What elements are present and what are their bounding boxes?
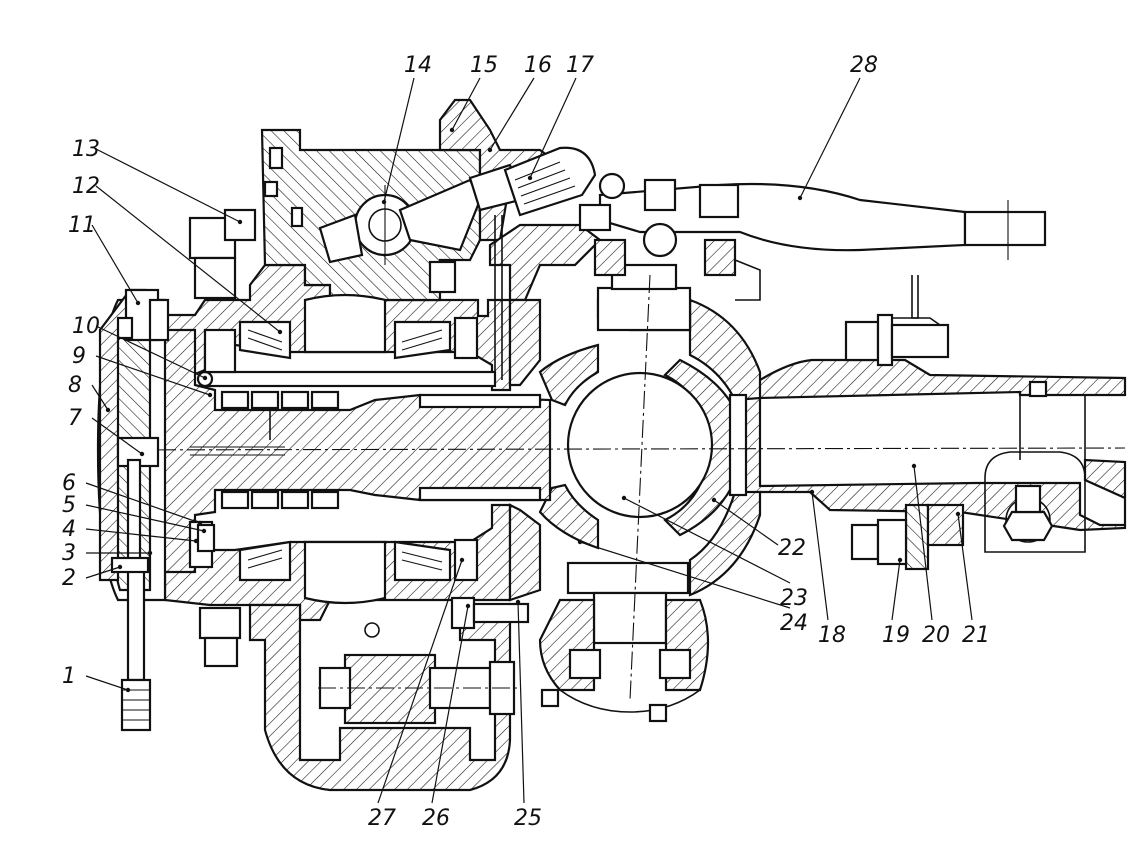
- leader-line-12: [95, 185, 281, 333]
- callout-label-27: 27: [368, 806, 396, 831]
- callout-label-14: 14: [404, 53, 432, 78]
- leader-line-19: [891, 559, 901, 621]
- leader-line-22: [713, 499, 779, 546]
- end-cover: [98, 208, 257, 732]
- leader-line-15: [451, 77, 481, 131]
- lever-arm: [578, 172, 1047, 301]
- leader-dot-7: [139, 451, 145, 457]
- leader-line-25: [517, 601, 525, 804]
- leader-line-27: [377, 559, 463, 804]
- leader-line-11: [91, 224, 139, 304]
- leader-dot-23: [621, 495, 627, 501]
- callout-label-2: 2: [62, 566, 76, 591]
- callout-label-3: 3: [62, 541, 76, 566]
- callout-label-16: 16: [524, 53, 552, 78]
- leader-line-18: [811, 491, 829, 621]
- leader-line-24: [579, 541, 791, 609]
- axle-housing: [733, 275, 1127, 571]
- leader-dot-24: [577, 539, 583, 545]
- callout-label-24: 24: [780, 611, 808, 636]
- callout-label-23: 23: [780, 586, 808, 611]
- leader-dot-1: [125, 687, 131, 693]
- leader-dot-6: [197, 520, 203, 526]
- leader-dot-5: [201, 528, 207, 534]
- callout-label-15: 15: [470, 53, 498, 78]
- leader-dot-18: [809, 489, 815, 495]
- leader-dot-14: [381, 199, 387, 205]
- leader-dot-4: [193, 538, 199, 544]
- top-mechanism: [263, 146, 597, 380]
- leader-dot-12: [277, 329, 283, 335]
- callout-label-21: 21: [962, 623, 990, 648]
- callout-label-9: 9: [72, 344, 86, 369]
- leader-line-16: [489, 77, 535, 151]
- leader-line-26: [431, 605, 469, 804]
- leader-dot-15: [449, 127, 455, 133]
- callout-label-7: 7: [68, 406, 82, 431]
- leader-line-13: [95, 148, 241, 223]
- leader-dot-10: [202, 375, 208, 381]
- leader-dot-11: [135, 300, 141, 306]
- leader-dot-13: [237, 219, 243, 225]
- leader-line-28: [799, 77, 861, 199]
- leader-line-14: [383, 77, 415, 203]
- callout-label-12: 12: [72, 174, 100, 199]
- leader-dot-19: [897, 557, 903, 563]
- leader-line-5: [85, 504, 205, 532]
- callout-label-10: 10: [72, 314, 100, 339]
- leader-line-8: [91, 384, 109, 411]
- leader-line-10: [95, 325, 206, 379]
- leader-lines: [85, 77, 973, 804]
- leader-line-1: [85, 675, 129, 691]
- leader-dot-3: [147, 550, 153, 556]
- callout-label-28: 28: [850, 53, 878, 78]
- callout-label-11: 11: [68, 213, 96, 238]
- leader-dot-17: [527, 175, 533, 181]
- tapered-roller-bearings: [188, 293, 479, 605]
- leader-line-7: [91, 417, 143, 455]
- leader-dot-9: [207, 392, 213, 398]
- brake-unit: [198, 596, 530, 725]
- ball-joint-housing: [538, 263, 762, 723]
- leader-dot-16: [487, 147, 493, 153]
- callout-label-26: 26: [422, 806, 450, 831]
- leader-dot-8: [105, 407, 111, 413]
- callout-label-17: 17: [566, 53, 594, 78]
- leader-line-4: [85, 528, 197, 542]
- leader-dot-27: [459, 557, 465, 563]
- callout-label-8: 8: [68, 373, 82, 398]
- leader-line-9: [95, 355, 211, 396]
- callout-label-20: 20: [922, 623, 950, 648]
- leader-line-2: [85, 566, 121, 579]
- callout-label-4: 4: [62, 517, 76, 542]
- leader-dot-25: [515, 599, 521, 605]
- leader-line-6: [85, 482, 201, 524]
- leader-line-20: [913, 465, 933, 621]
- callout-label-19: 19: [882, 623, 910, 648]
- leader-dot-21: [955, 511, 961, 517]
- callout-label-13: 13: [72, 137, 100, 162]
- callout-label-22: 22: [778, 536, 806, 561]
- callout-label-18: 18: [818, 623, 846, 648]
- leader-line-23: [623, 497, 791, 584]
- needle-bearings: [220, 390, 340, 510]
- callout-label-25: 25: [514, 806, 542, 831]
- leader-line-21: [957, 513, 973, 621]
- leader-dot-20: [911, 463, 917, 469]
- callout-label-5: 5: [62, 493, 76, 518]
- leader-dot-2: [117, 564, 123, 570]
- leader-dot-28: [797, 195, 803, 201]
- callout-label-1: 1: [62, 664, 76, 689]
- callout-label-6: 6: [62, 471, 76, 496]
- leader-line-17: [529, 77, 577, 179]
- leader-dot-26: [465, 603, 471, 609]
- leader-dot-22: [711, 497, 717, 503]
